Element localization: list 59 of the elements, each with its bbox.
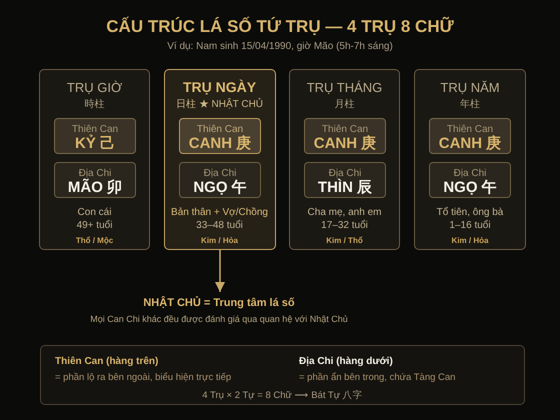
- role-text: Bản thân + Vợ/Chồng: [171, 206, 268, 220]
- description-text: Mọi Can Chi khác đều được đánh giá qua quan hệ với Nhật Chủ: [90, 313, 348, 326]
- card-value: CANH 庚: [188, 135, 252, 153]
- age-text: 1–16 tuổi: [449, 219, 491, 233]
- card-value: CANH 庚: [438, 135, 502, 153]
- card-label: Địa Chi: [78, 167, 112, 179]
- role-text: Con cái: [78, 206, 112, 220]
- summary-text: 4 Trụ × 2 Tự = 8 Chữ ⟶ Bát Tự 八字: [202, 389, 363, 402]
- subtitle: Ví dụ: Nam sinh 15/04/1990, giờ Mão (5h-7h sáng): [167, 40, 393, 54]
- pillar-subtitle: 月柱: [334, 98, 354, 112]
- note-panel: [40, 345, 525, 405]
- heading-text: NHẬT CHỦ = Trung tâm lá số: [143, 296, 295, 311]
- earthly-branch-card: [304, 162, 386, 198]
- title: CẤU TRÚC LÁ SỐ TỨ TRỤ — 4 TRỤ 8 CHỮ: [106, 16, 454, 38]
- pillar-subtitle: 日柱 ★ NHẬT CHỦ: [176, 98, 264, 112]
- card-label: Địa Chi: [328, 167, 362, 179]
- pillar-title: TRỤ NĂM: [440, 79, 500, 96]
- card-value: CANH 庚: [314, 135, 376, 153]
- card-value: MÃO 卯: [68, 179, 122, 197]
- earthly-branch-card: [179, 162, 261, 198]
- card-label: Thiên Can: [196, 123, 244, 135]
- pillar-card: [289, 69, 400, 250]
- pillar-card: [39, 69, 150, 250]
- element-text: Kim / Hỏa: [452, 235, 488, 247]
- age-text: 33–48 tuổi: [196, 219, 243, 233]
- pillar-title: TRỤ THÁNG: [306, 79, 382, 96]
- element-text: Kim / Hỏa: [201, 235, 238, 247]
- heading-text: Thiên Can (hàng trên): [55, 355, 158, 369]
- pillar-subtitle: 年柱: [460, 98, 480, 112]
- pillar-title: TRỤ GIỜ: [66, 79, 122, 96]
- earthly-branch-card: [54, 162, 136, 198]
- age-text: 17–32 tuổi: [321, 219, 368, 233]
- heavenly-stem-card: [429, 118, 511, 154]
- pillar-title: TRỤ NGÀY: [182, 79, 256, 96]
- heavenly-stem-card: [54, 118, 136, 154]
- description-text: = phần lộ ra bên ngoài, biểu hiện trực tiếp: [55, 371, 232, 384]
- age-text: 49+ tuổi: [76, 219, 112, 233]
- role-text: Tổ tiên, ông bà: [436, 206, 504, 220]
- card-value: NGỌ 午: [193, 179, 247, 197]
- element-text: Kim / Thổ: [326, 235, 363, 247]
- arrow: [215, 250, 225, 292]
- card-value: KỶ 己: [75, 135, 115, 153]
- card-label: Thiên Can: [446, 123, 494, 135]
- card-value: NGỌ 午: [443, 179, 497, 197]
- heavenly-stem-card: [179, 118, 261, 154]
- element-text: Thổ / Mộc: [76, 235, 114, 247]
- earthly-branch-card: [429, 162, 511, 198]
- card-value: THÌN 辰: [318, 179, 372, 197]
- card-label: Địa Chi: [204, 167, 236, 180]
- role-text: Cha mẹ, anh em: [308, 206, 382, 220]
- heading-text: Địa Chi (hàng dưới): [299, 355, 393, 369]
- description-text: = phần ẩn bên trong, chứa Tàng Can: [299, 371, 456, 384]
- heavenly-stem-card: [304, 118, 386, 154]
- pillar-card: [414, 69, 526, 250]
- card-label: Thiên Can: [322, 123, 368, 135]
- pillar-subtitle: 時柱: [84, 98, 104, 112]
- card-label: Địa Chi: [454, 167, 486, 180]
- pillar-card: [164, 69, 276, 250]
- card-label: Thiên Can: [72, 123, 118, 135]
